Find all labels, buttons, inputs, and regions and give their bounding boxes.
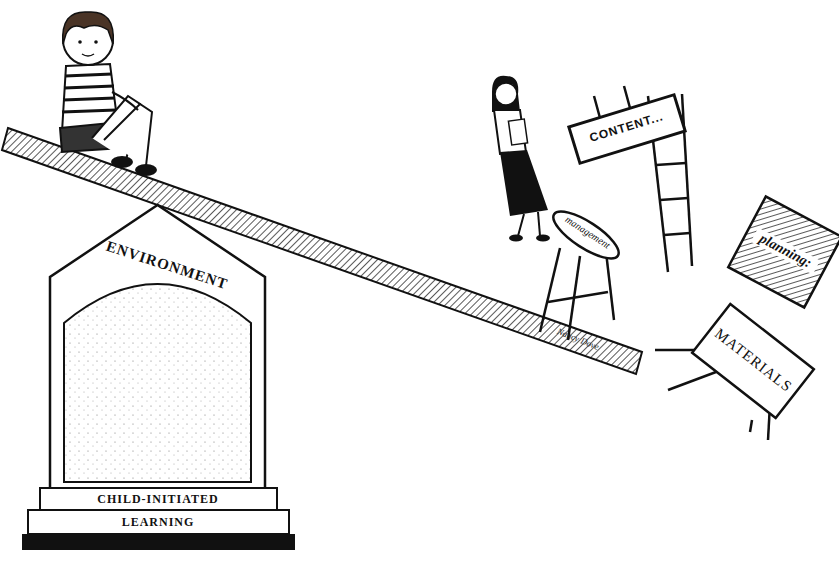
easel-board: [692, 304, 814, 418]
child-shoe: [111, 156, 133, 168]
stool-leg: [540, 248, 560, 332]
shirt-stripe: [62, 110, 116, 112]
teacher-figure: [492, 76, 550, 242]
ladder-sign: [569, 95, 685, 164]
child-mouth: [82, 54, 94, 56]
shirt-stripe: [65, 74, 112, 76]
object-rect: MATERIALS: [692, 304, 814, 418]
object-board: planning:: [728, 196, 839, 307]
object-steps: CHILD-INITIATED LEARNING: [22, 488, 295, 550]
arched-panel: [64, 284, 251, 482]
ladder-rung: [660, 198, 688, 200]
base-slab: [22, 534, 295, 550]
object-sign: CONTENT...: [569, 95, 685, 164]
ladder-post: [594, 96, 600, 118]
node-outline: [50, 205, 265, 492]
child-arm: [112, 92, 138, 110]
stool-legs: [540, 248, 614, 340]
ladder-post: [624, 86, 630, 108]
child-shoe: [135, 164, 157, 176]
object-house: ENVIRONMENT: [50, 205, 265, 492]
teacher-skirt: [500, 150, 548, 216]
ladder-rung: [664, 233, 690, 235]
stool-crossbar: [548, 292, 608, 302]
shirt-stripe: [64, 86, 114, 88]
child-eye: [78, 40, 82, 44]
planning-board: [728, 196, 839, 307]
ladder-rail: [682, 94, 692, 266]
teacher-leg: [538, 212, 540, 236]
teacher-paper: [508, 119, 527, 145]
easel-leg: [750, 420, 752, 432]
child-hair: [63, 12, 114, 44]
child-figure: [60, 12, 157, 176]
shirt-stripe: [63, 98, 115, 100]
ladder-rung: [656, 163, 686, 165]
teacher-leg: [518, 214, 524, 236]
child-leg: [104, 104, 152, 166]
teacher-shoe: [509, 235, 523, 242]
teacher-head: [495, 83, 517, 105]
easel-leg: [668, 372, 716, 390]
teacher-shoe: [536, 235, 550, 242]
house-outline: [50, 205, 265, 492]
teacher-hair: [492, 76, 520, 112]
child-eye: [94, 40, 98, 44]
object-label: CHILD-INITIATED LEARNING: [80, 488, 236, 534]
stool-leg: [606, 252, 614, 320]
stool-seat: [547, 203, 625, 266]
